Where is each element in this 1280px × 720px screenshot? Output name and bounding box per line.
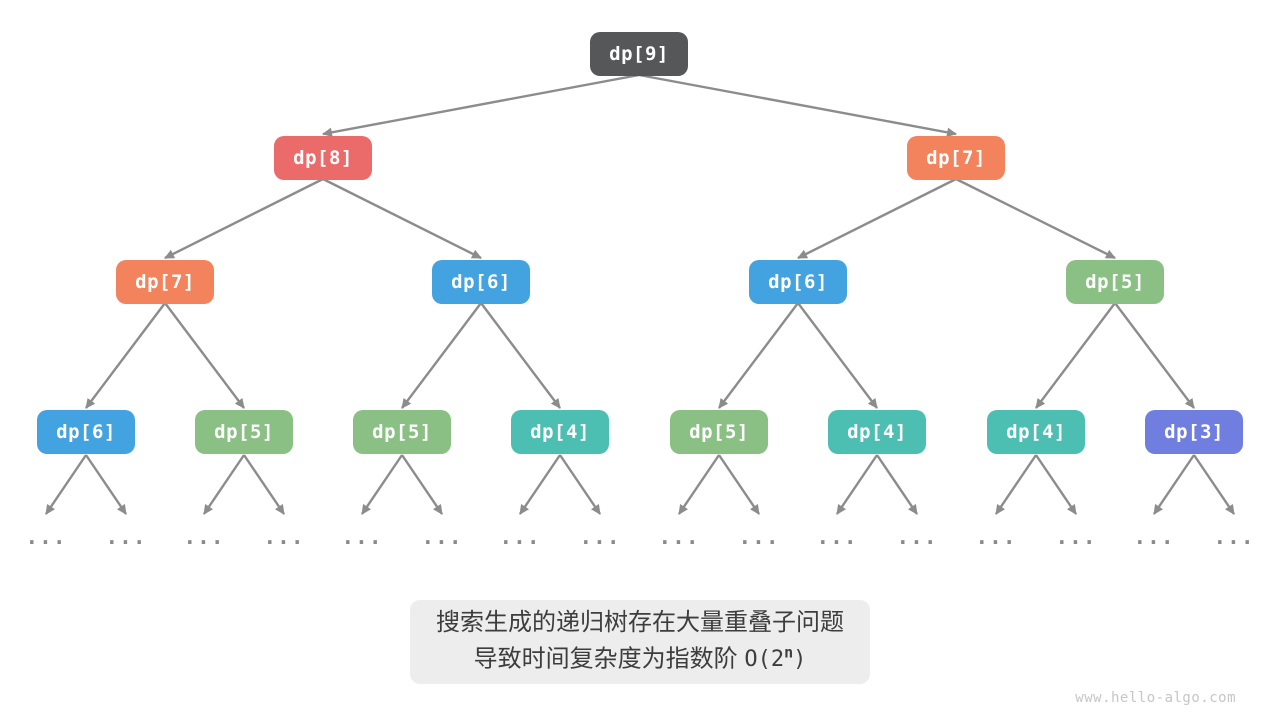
ellipsis-dots: ...: [896, 525, 938, 549]
tree-edge-arrow: [45, 454, 87, 515]
tree-edge-arrow: [519, 454, 561, 515]
ellipsis-dots: ...: [105, 525, 147, 549]
ellipsis-dots: ...: [975, 525, 1017, 549]
tree-edge-arrow: [85, 302, 166, 409]
ellipsis-dots: ...: [1055, 525, 1097, 549]
tree-edge-arrow: [718, 302, 799, 409]
ellipsis-dots: ...: [499, 525, 541, 549]
ellipsis-dots: ...: [263, 525, 305, 549]
ellipsis-dots: ...: [341, 525, 383, 549]
tree-node-dp4: dp[4]: [511, 410, 609, 454]
tree-node-dp4: dp[4]: [828, 410, 926, 454]
tree-edge-arrow: [1035, 454, 1077, 515]
tree-edge-arrow: [1035, 302, 1116, 409]
ellipsis-dots: ...: [738, 525, 780, 549]
tree-edge-arrow: [243, 454, 285, 515]
tree-edge-arrow: [164, 302, 245, 409]
tree-edge-arrow: [836, 454, 878, 515]
tree-node-dp5: dp[5]: [195, 410, 293, 454]
tree-edge-arrow: [1193, 454, 1235, 515]
tree-edge-arrow: [955, 177, 1116, 260]
ellipsis-dots: ...: [1133, 525, 1175, 549]
tree-edge-arrow: [1153, 454, 1195, 515]
tree-node-dp4: dp[4]: [987, 410, 1085, 454]
caption-line1: 搜索生成的递归树存在大量重叠子问题: [436, 609, 844, 636]
ellipsis-dots: ...: [1213, 525, 1255, 549]
tree-node-dp6: dp[6]: [37, 410, 135, 454]
tree-node-dp5: dp[5]: [1066, 260, 1164, 304]
ellipsis-dots: ...: [183, 525, 225, 549]
ellipsis-dots: ...: [25, 525, 67, 549]
tree-edge-arrow: [322, 177, 482, 260]
tree-edge-arrow: [480, 302, 561, 409]
tree-node-dp7: dp[7]: [907, 136, 1005, 180]
ellipsis-dots: ...: [579, 525, 621, 549]
caption-box: 搜索生成的递归树存在大量重叠子问题 导致时间复杂度为指数阶 O(2n): [410, 600, 870, 685]
ellipsis-dots: ...: [421, 525, 463, 549]
tree-node-dp9: dp[9]: [590, 32, 688, 76]
tree-edge-arrow: [85, 454, 127, 515]
tree-edge-arrow: [164, 177, 324, 260]
tree-edge-arrow: [559, 454, 601, 515]
tree-edge-arrow: [322, 73, 640, 138]
tree-edge-arrow: [638, 73, 957, 138]
ellipsis-dots: ...: [816, 525, 858, 549]
caption-line2: 导致时间复杂度为指数阶 O(2n): [473, 644, 807, 673]
ellipsis-dots: ...: [658, 525, 700, 549]
tree-edge-arrow: [797, 177, 957, 260]
tree-edge-arrow: [718, 454, 760, 515]
tree-edge-arrow: [995, 454, 1037, 515]
tree-node-dp3: dp[3]: [1145, 410, 1243, 454]
tree-edge-arrow: [876, 454, 918, 515]
tree-edge-arrow: [797, 302, 878, 409]
tree-node-dp5: dp[5]: [670, 410, 768, 454]
tree-edge-arrow: [361, 454, 403, 515]
tree-node-dp6: dp[6]: [432, 260, 530, 304]
complexity-expression: O(2n): [744, 644, 807, 673]
tree-edge-arrow: [1114, 302, 1195, 409]
tree-edge-arrow: [678, 454, 720, 515]
tree-node-dp7: dp[7]: [116, 260, 214, 304]
tree-edge-arrow: [401, 302, 482, 409]
watermark: www.hello-algo.com: [1075, 690, 1236, 706]
tree-node-dp8: dp[8]: [274, 136, 372, 180]
tree-node-dp5: dp[5]: [353, 410, 451, 454]
tree-edge-arrow: [401, 454, 443, 515]
tree-edge-arrow: [203, 454, 245, 515]
tree-node-dp6: dp[6]: [749, 260, 847, 304]
